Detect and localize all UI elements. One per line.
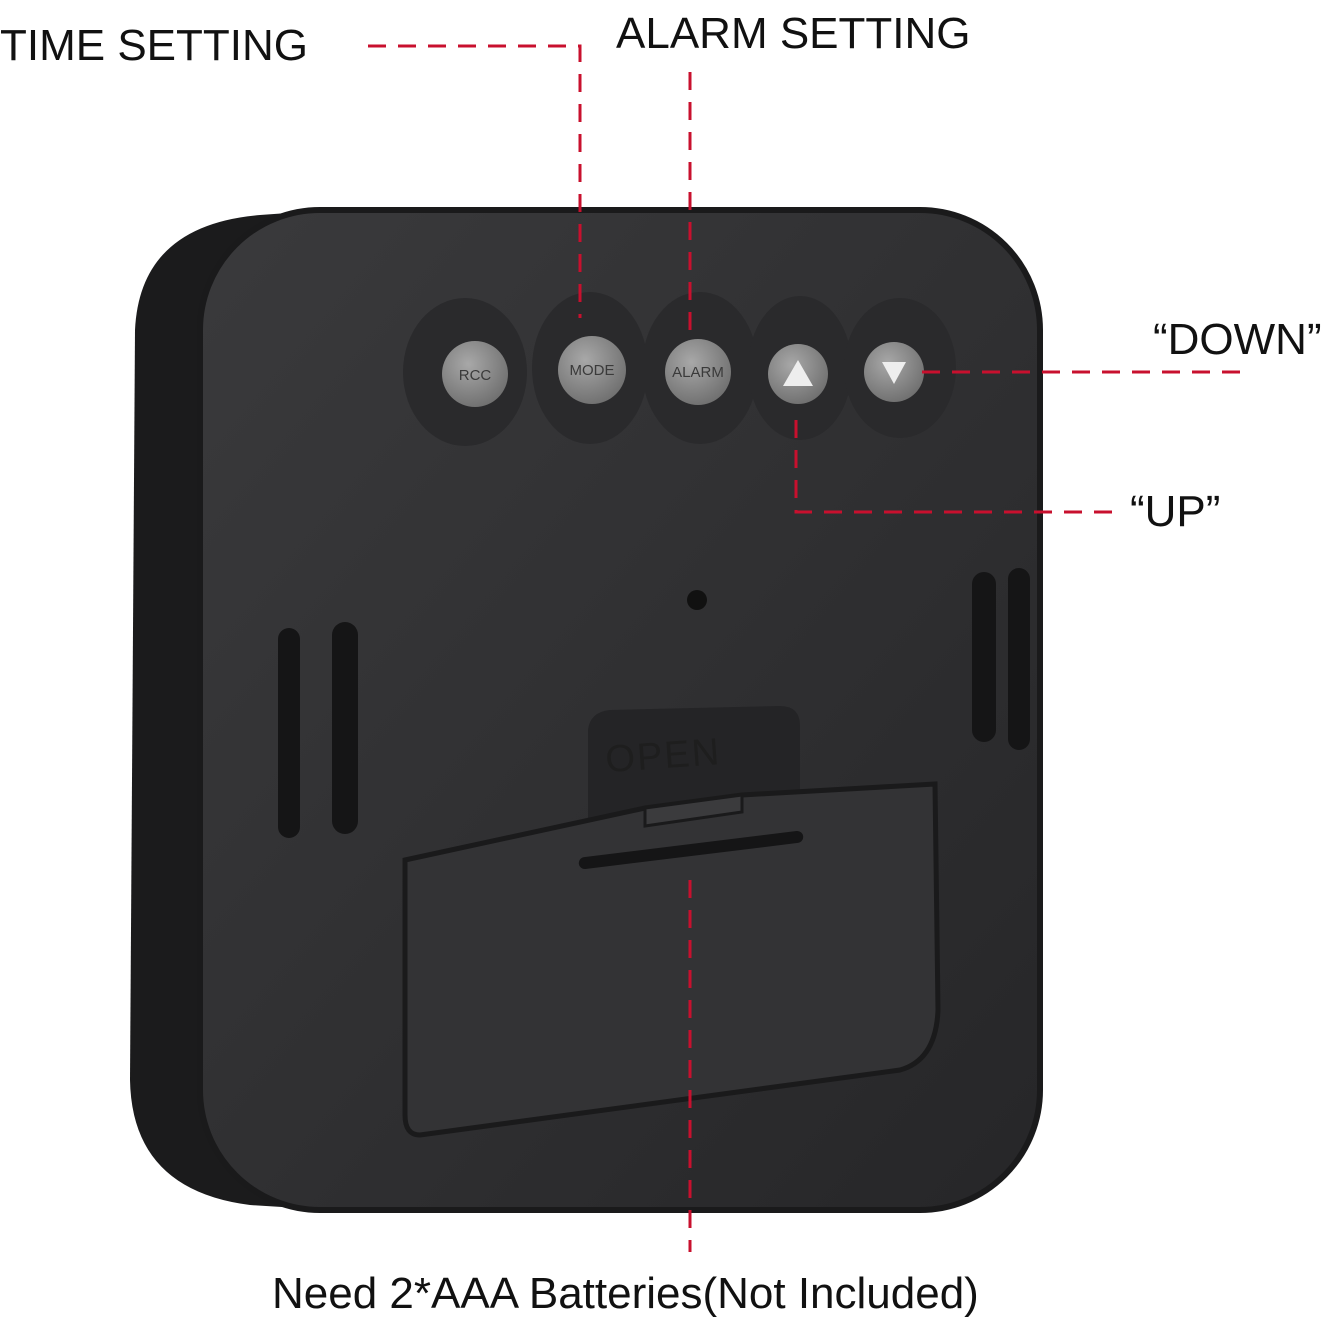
rcc-button[interactable]: RCC — [442, 341, 508, 407]
clock-face-rim — [197, 207, 1043, 1213]
time-setting-label: TIME SETTING — [0, 21, 308, 70]
alarm-button-label: ALARM — [672, 364, 724, 381]
battery-cover-latch[interactable] — [643, 793, 744, 828]
leader-time-setting — [368, 44, 582, 318]
up-button[interactable] — [768, 344, 828, 404]
rcc-button-label: RCC — [459, 367, 492, 384]
vent-slot — [972, 572, 996, 742]
reset-pinhole — [687, 590, 707, 610]
up-label: “UP” — [1130, 487, 1221, 536]
vent-slot — [1008, 568, 1030, 750]
vent-slot — [332, 622, 358, 834]
alarm-button[interactable]: ALARM — [665, 339, 731, 405]
down-label: “DOWN” — [1153, 315, 1322, 364]
vent-slot — [278, 628, 300, 838]
leader-lines — [368, 44, 1245, 1252]
mode-button-label: MODE — [570, 362, 615, 379]
alarm-setting-label: ALARM SETTING — [616, 9, 971, 58]
battery-cover-grip-slot — [578, 830, 804, 870]
battery-cover[interactable] — [402, 781, 941, 1138]
batteries-note: Need 2*AAA Batteries(Not Included) — [272, 1269, 979, 1318]
mode-button[interactable]: MODE — [558, 336, 626, 404]
leader-up — [794, 420, 1118, 514]
open-label: OPEN — [604, 731, 722, 781]
triangle-down-icon — [882, 362, 906, 384]
triangle-up-icon — [783, 360, 813, 386]
down-button[interactable] — [864, 342, 924, 402]
